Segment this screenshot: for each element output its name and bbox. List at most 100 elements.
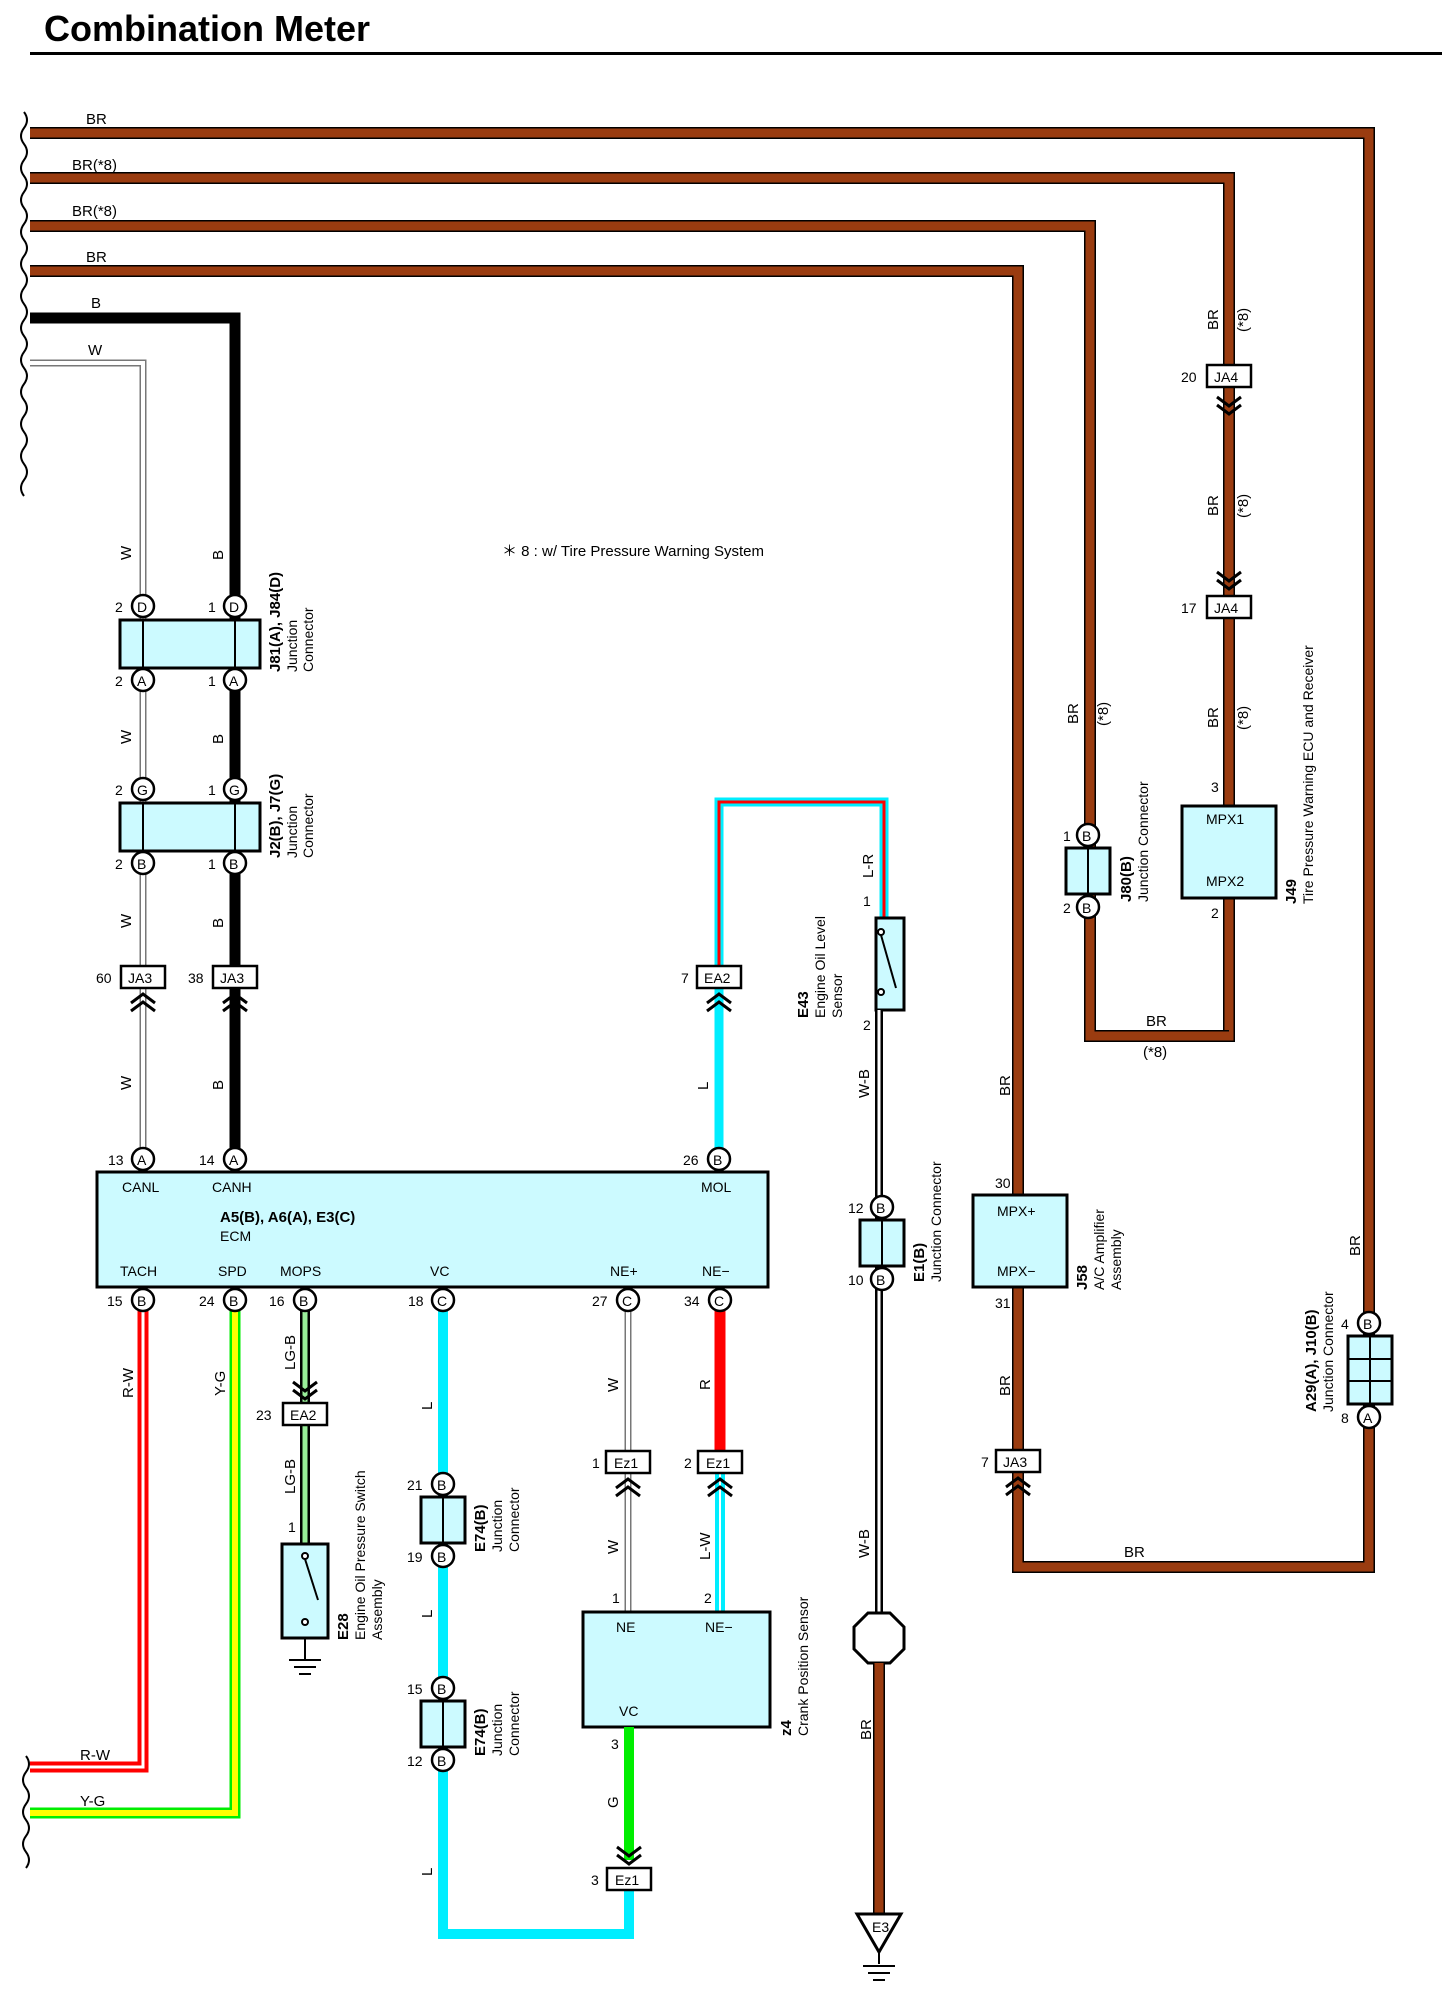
ground-name: E3 — [872, 1919, 889, 1935]
pin-circle: D D A A — [130, 593, 248, 693]
inline-connector-pin: 7 — [981, 1454, 989, 1470]
pin-number: 16 — [269, 1293, 285, 1309]
pin-name: VC — [619, 1703, 638, 1719]
br-wire-1 — [30, 127, 1375, 1573]
footnote: ＊ 8 : w/ Tire Pressure Warning System — [502, 543, 764, 560]
inline-connector-ea2: EA2 7 — [681, 964, 743, 1013]
tire-pressure-ecu-j49: MPX1 MPX2 — [1180, 804, 1278, 900]
pin-number: 18 — [408, 1293, 424, 1309]
pin-letter: A — [1363, 1410, 1373, 1426]
wire-label-r-w: R-W — [120, 1367, 137, 1398]
ecm-box — [95, 1170, 770, 1289]
ac-amplifier-j58: MPX+ MPX− — [971, 1193, 1069, 1289]
pin-number: 2 — [115, 856, 123, 872]
inline-connector-ez1: Ez1 3 — [591, 1845, 653, 1892]
crank-position-sensor-z4: NE NE− VC — [581, 1610, 772, 1729]
inline-connector-name: Ez1 — [706, 1455, 730, 1471]
pin-number: 15 — [107, 1293, 123, 1309]
wire-label-star8: (*8) — [1235, 706, 1252, 730]
inline-connector-name: JA3 — [1003, 1454, 1027, 1470]
wire-label-star8: (*8) — [1143, 1044, 1167, 1061]
wire-label-w: W — [118, 545, 135, 560]
pin-number: 1 — [863, 893, 871, 909]
wire-label-br: BR — [86, 249, 107, 266]
inline-connector-ja3: JA3 7 — [981, 1448, 1042, 1497]
connector-type: Engine Oil Pressure Switch — [352, 1470, 368, 1640]
pin-letter: B — [1082, 900, 1091, 916]
inline-connector-ja3: JA3 38 — [188, 964, 259, 1013]
pin-letter: B — [437, 1477, 446, 1493]
pin-number: 1 — [612, 1590, 620, 1606]
junction-connector-e74: B B — [419, 1675, 467, 1773]
wire-label-b: B — [210, 918, 227, 928]
inline-connector-name: EA2 — [704, 970, 731, 986]
inline-connector-pin: 60 — [96, 970, 112, 986]
wire-label-g: G — [605, 1796, 622, 1808]
wire-label-br: BR — [1205, 309, 1222, 330]
inline-connector-name: EA2 — [290, 1407, 317, 1423]
pin-letter: B — [137, 856, 146, 872]
junction-connector-e1: B B — [858, 1194, 906, 1292]
wire-label-b: B — [91, 295, 101, 312]
pin-letter: B — [713, 1152, 722, 1168]
pin-number: 2 — [1211, 905, 1219, 921]
connector-type: Connector — [506, 1691, 522, 1756]
pin-number: 2 — [863, 1017, 871, 1033]
ecm-connector-id: A5(B), A6(A), E3(C) — [220, 1209, 355, 1226]
inline-connector-ez1: Ez1 1 — [592, 1449, 652, 1498]
wire-label-star8: (*8) — [1095, 702, 1112, 726]
inline-connector-ja4: JA4 17 — [1181, 570, 1253, 620]
inline-connector-pin: 2 — [684, 1455, 692, 1471]
wire-label-w: W — [118, 1075, 135, 1090]
connector-id: z4 — [778, 1720, 795, 1737]
pin-number: 1 — [208, 856, 216, 872]
inline-connector-name: JA4 — [1214, 600, 1238, 616]
pin-number: 2 — [1063, 900, 1071, 916]
junction-connector-j80: B B — [1064, 822, 1112, 920]
wire-label-br: BR — [858, 1719, 875, 1740]
connector-type: A/C Amplifier — [1091, 1209, 1107, 1290]
connector-type: Junction — [284, 620, 300, 672]
title-underline — [30, 52, 1442, 55]
connector-type: Junction — [489, 1500, 505, 1552]
wire-label-br-8: BR(*8) — [72, 203, 117, 220]
pin-number: 26 — [683, 1152, 699, 1168]
inline-connector-pin: 1 — [592, 1455, 600, 1471]
e3-ground — [852, 1611, 906, 1981]
pin-letter: B — [876, 1200, 885, 1216]
wire-label-br: BR — [997, 1375, 1014, 1396]
ecm-pin-ne-minus: NE− — [702, 1263, 730, 1279]
pin-name: NE — [616, 1619, 635, 1635]
engine-oil-level-sensor — [874, 916, 906, 1012]
inline-connector-ea2: EA2 23 — [256, 1380, 329, 1427]
pin-number: 1 — [208, 673, 216, 689]
inline-connector-name: JA4 — [1214, 369, 1238, 385]
pin-number: 1 — [288, 1519, 296, 1535]
connector-id: J80(B) — [1118, 856, 1135, 902]
pin-circle: B B B C C C — [130, 1287, 733, 1313]
connector-type: Junction — [489, 1704, 505, 1756]
junction-connector-j81 — [118, 618, 262, 670]
wire-label-y-g: Y-G — [80, 1793, 105, 1810]
inline-connector-ja3: JA3 60 — [96, 964, 167, 1013]
wire-label-w: W — [605, 1539, 622, 1554]
wire-label-star8: (*8) — [1235, 308, 1252, 332]
pin-number: 3 — [1211, 779, 1219, 795]
wire-label-w-b: W-B — [856, 1529, 873, 1558]
connector-type: Connector — [506, 1487, 522, 1552]
pin-number: 4 — [1341, 1316, 1349, 1332]
wire-label-r: R — [697, 1379, 714, 1390]
wire-label-l-w: L-W — [697, 1532, 714, 1560]
connector-id: J81(A), J84(D) — [267, 572, 284, 672]
left-break-mark — [20, 111, 28, 497]
ecm-pin-mops: MOPS — [280, 1263, 321, 1279]
pin-circle: G G B B — [130, 776, 248, 876]
connector-type: Crank Position Sensor — [795, 1596, 811, 1736]
wire-label-br: BR — [997, 1075, 1014, 1096]
ecm-pin-ne-plus: NE+ — [610, 1263, 638, 1279]
pin-circle: A A B — [130, 1146, 732, 1172]
connector-type: Connector — [300, 607, 316, 672]
wire-label-w-b: W-B — [856, 1069, 873, 1098]
pin-letter: B — [229, 856, 238, 872]
ecm-pin-tach: TACH — [120, 1263, 157, 1279]
